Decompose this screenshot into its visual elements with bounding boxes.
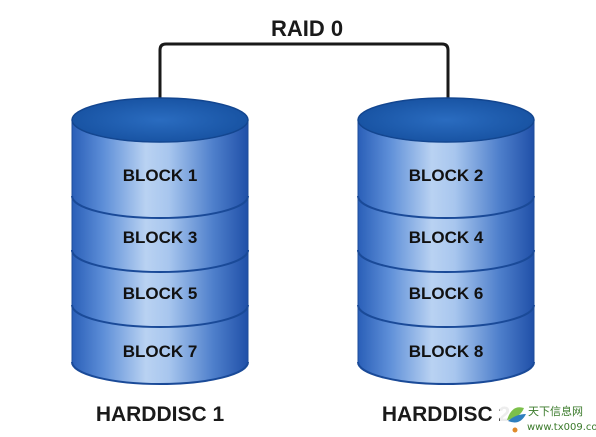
harddisc-2-block-label: BLOCK 4 — [409, 228, 484, 247]
raid-connector-line — [158, 42, 450, 118]
harddisc-1-segment-edge — [71, 195, 249, 219]
harddisc-1-top-face — [71, 97, 249, 143]
harddisc-1-block-label: BLOCK 3 — [123, 228, 198, 247]
harddisc-2-cylinder: BLOCK 2 BLOCK 4 BLOCK 6 BLOCK 8 — [357, 97, 535, 385]
harddisc-2-segment-edge — [357, 249, 535, 273]
harddisc-1-segment-edge — [71, 361, 249, 385]
harddisc-2-segment-edge — [357, 195, 535, 219]
harddisc-2-segment-edge — [357, 304, 535, 328]
harddisc-1-label: HARDDISC 1 — [96, 403, 225, 426]
harddisc-2-block-label: BLOCK 2 — [409, 166, 484, 185]
harddisc-2-block-label: BLOCK 8 — [409, 342, 484, 361]
harddisc-1-block-label: BLOCK 7 — [123, 342, 198, 361]
harddisc-1-block-label: BLOCK 1 — [123, 166, 198, 185]
harddisc-1-cylinder: BLOCK 1 BLOCK 3 BLOCK 5 BLOCK 7 — [71, 97, 249, 385]
raid-title: RAID 0 — [271, 16, 343, 41]
watermark-url: www.tx009.com — [527, 422, 596, 433]
harddisc-1-block-label: BLOCK 5 — [123, 284, 198, 303]
harddisc-1-segment-edge — [71, 249, 249, 273]
harddisc-2-top-face — [357, 97, 535, 143]
harddisc-2-block-label: BLOCK 6 — [409, 284, 484, 303]
harddisc-2-segment-edge — [357, 361, 535, 385]
watermark-logo: 天下信息网 www.tx009.com — [500, 392, 596, 437]
watermark-leaf-icon — [507, 407, 526, 433]
harddisc-1-segment-edge — [71, 304, 249, 328]
harddisc-2-label: HARDDISC 2 — [382, 403, 510, 426]
watermark-text: 天下信息网 — [528, 404, 583, 418]
